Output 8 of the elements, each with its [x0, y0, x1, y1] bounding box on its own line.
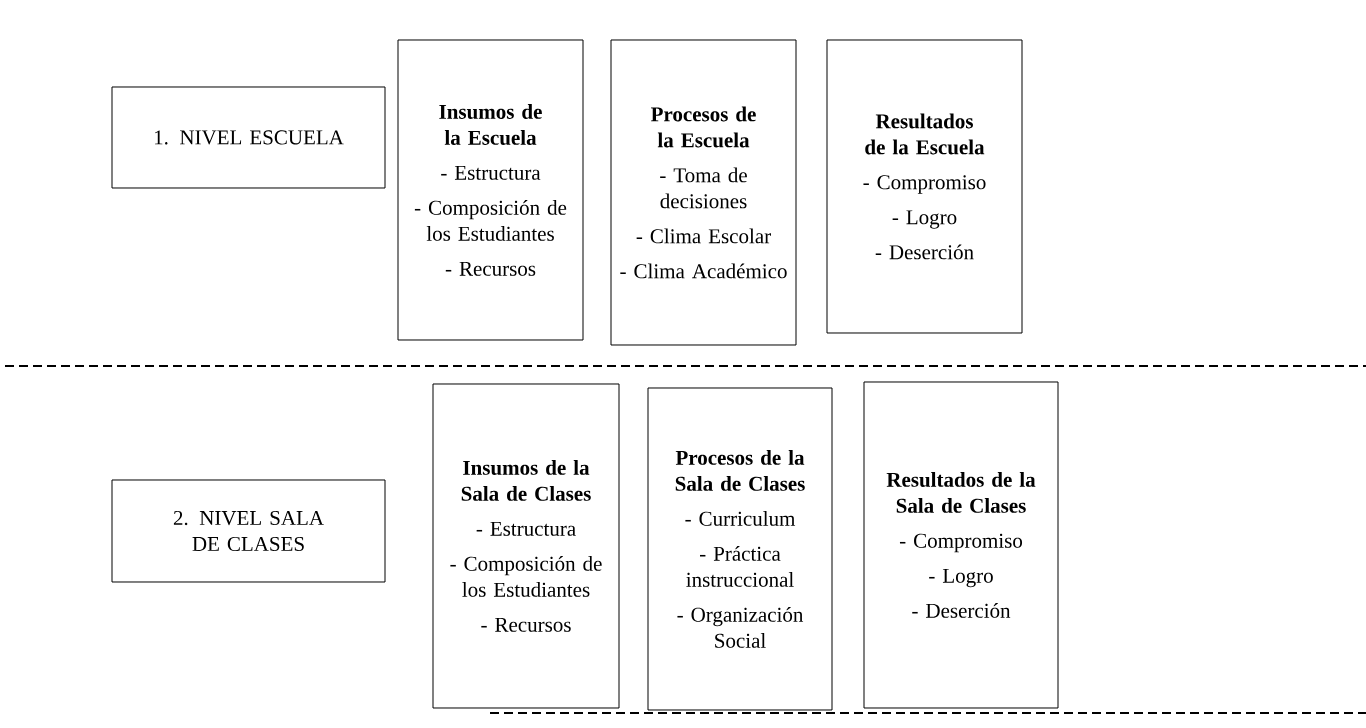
text-box: 2. NIVEL SALA DE CLASES [111, 479, 386, 583]
text-box: Procesos de la Escuela - Toma de decisiones - Clima Escolar - Clima Académico [610, 39, 797, 346]
text-box: Procesos de la Sala de Clases - Curriculum - Práctica instruccional - Organización Social [647, 387, 833, 711]
text-box: Resultados de la Escuela - Compromiso - Logro - Deserción [826, 39, 1023, 334]
text-box: Insumos de la Escuela - Estructura - Composición de los Estudiantes - Recursos [397, 39, 584, 341]
text-box: Resultados de la Sala de Clases - Compromiso - Logro - Deserción [863, 381, 1059, 709]
text-box: 1. NIVEL ESCUELA [111, 86, 386, 189]
text-box: Insumos de la Sala de Clases - Estructura - Composición de los Estudiantes - Recursos [432, 383, 620, 709]
